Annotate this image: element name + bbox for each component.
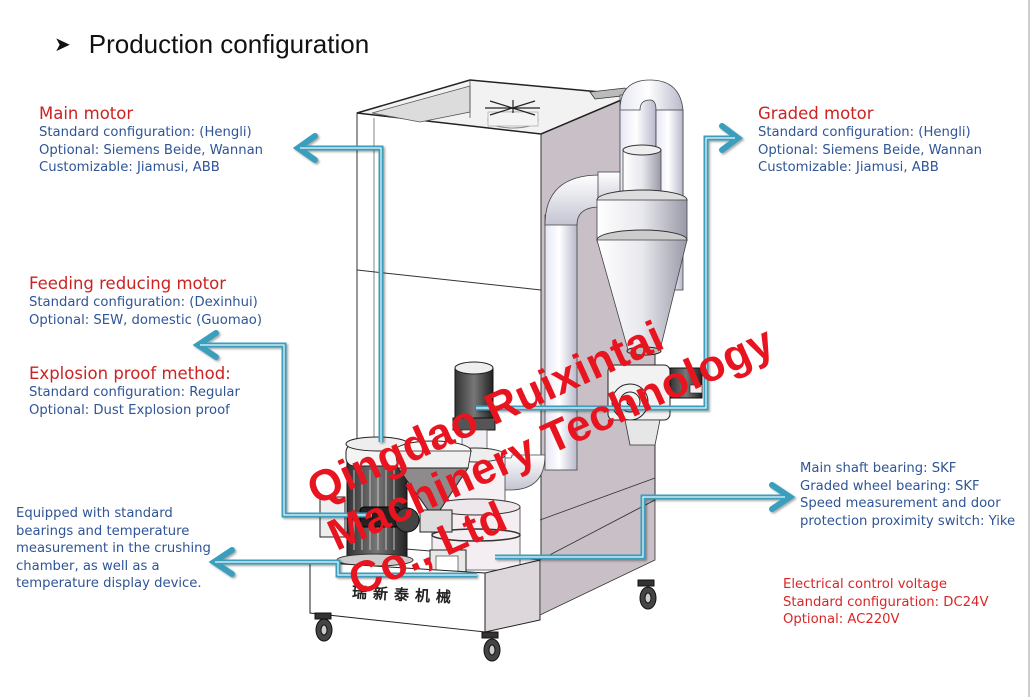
slide-edge-divider	[1028, 0, 1030, 697]
graded-motor-arrowhead	[719, 123, 743, 153]
voltage-line: Standard configuration: DC24V	[783, 594, 989, 610]
main-motor-line: Standard configuration: (Hengli)	[39, 125, 252, 140]
casters	[314, 579, 657, 662]
bearings-arrowhead	[769, 482, 796, 512]
temperature-line: bearings and temperature	[16, 523, 190, 539]
feeding-motor-line: Standard configuration: (Dexinhui)	[29, 295, 258, 310]
main-motor-line: Optional: Siemens Beide, Wannan	[39, 142, 264, 158]
explosion-proof-annotation: Explosion proof method: Standard configu…	[29, 364, 240, 419]
explosion-proof-line: Standard configuration: Regular	[29, 385, 240, 400]
temperature-line: chamber, as well as a	[16, 558, 160, 574]
main-motor-line: Customizable: Jiamusi, ABB	[39, 160, 220, 175]
temperature-line: temperature display device.	[16, 576, 202, 591]
arrowhead-bullet-icon: ➤	[54, 34, 71, 56]
main-motor-arrowhead	[292, 133, 318, 163]
voltage-line: Electrical control voltage	[783, 577, 947, 592]
temperature-line: measurement in the crushing	[16, 541, 211, 556]
cyclone-separator	[596, 144, 703, 446]
feed-hopper	[394, 440, 472, 533]
temperature-annotation: Equipped with standard bearings and temp…	[16, 505, 211, 593]
voltage-line: Optional: AC220V	[783, 612, 900, 627]
voltage-annotation: Electrical control voltage Standard conf…	[783, 576, 988, 629]
graded-motor-line: Standard configuration: (Hengli)	[758, 125, 971, 140]
graded-motor-line: Customizable: Jiamusi, ABB	[758, 160, 939, 175]
bearings-line: Speed measurement and door	[800, 496, 1001, 511]
temperature-arrowhead	[208, 547, 235, 577]
graded-motor-heading: Graded motor	[758, 104, 874, 123]
main-motor-annotation: Main motor Standard configuration: (Heng…	[39, 104, 263, 177]
bearings-line: Main shaft bearing: SKF	[800, 461, 957, 476]
main-motor-heading: Main motor	[39, 104, 134, 123]
feeding-motor-heading: Feeding reducing motor	[29, 274, 226, 293]
explosion-proof-heading: Explosion proof method:	[29, 364, 231, 383]
graded-motor-annotation: Graded motor Standard configuration: (He…	[758, 104, 982, 177]
base-frame	[309, 477, 656, 633]
main-motor-arrow	[300, 145, 384, 442]
bearings-line: protection proximity switch: Yike	[800, 513, 1016, 529]
page-title: ➤ Production configuration	[54, 29, 369, 60]
bearings-annotation: Main shaft bearing: SKF Graded wheel bea…	[800, 460, 1015, 530]
feeding-motor-arrowhead	[192, 330, 219, 360]
graded-motor-line: Optional: Siemens Beide, Wannan	[758, 142, 983, 158]
bearings-line: Graded wheel bearing: SKF	[800, 478, 980, 494]
page-title-text: Production configuration	[88, 29, 370, 59]
feeding-motor-line: Optional: SEW, domestic (Guomao)	[29, 312, 262, 328]
temperature-line: Equipped with standard	[16, 506, 173, 521]
feeding-motor-annotation: Feeding reducing motor Standard configur…	[29, 274, 262, 329]
explosion-proof-line: Optional: Dust Explosion proof	[29, 402, 230, 418]
